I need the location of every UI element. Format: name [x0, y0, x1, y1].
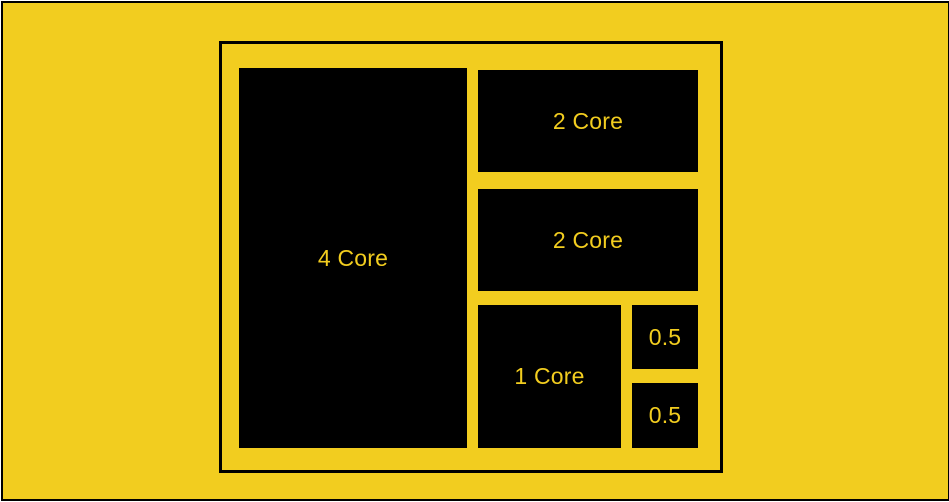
block-half-core-top-label: 0.5 [648, 323, 682, 350]
block-2-core-top-label: 2 Core [552, 107, 624, 134]
block-2-core-middle-label: 2 Core [552, 226, 624, 253]
block-2-core-top: 2 Core [478, 70, 698, 172]
host-machine-frame [219, 41, 723, 473]
block-1-core: 1 Core [478, 305, 621, 448]
block-half-core-bottom: 0.5 [632, 383, 698, 448]
block-4-core-label: 4 Core [317, 244, 389, 271]
block-2-core-middle: 2 Core [478, 189, 698, 291]
block-half-core-top: 0.5 [632, 305, 698, 369]
block-half-core-bottom-label: 0.5 [648, 402, 682, 428]
block-4-core: 4 Core [239, 68, 467, 448]
block-1-core-label: 1 Core [514, 363, 585, 389]
